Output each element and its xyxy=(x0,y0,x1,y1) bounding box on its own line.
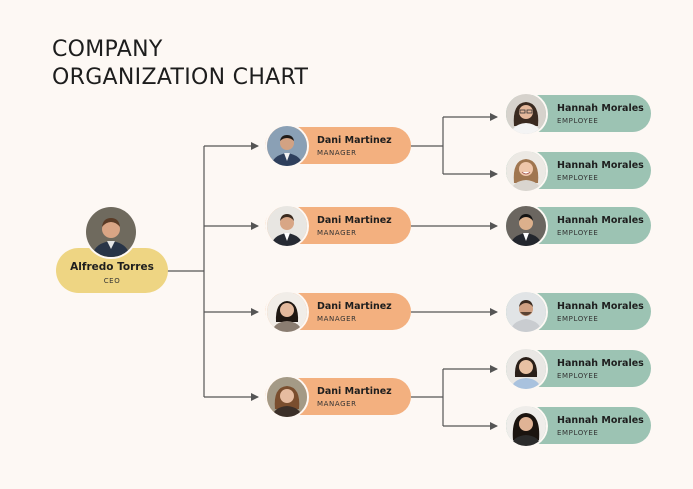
employee-avatar-2 xyxy=(504,149,548,193)
ceo-name: Alfredo Torres xyxy=(70,261,154,273)
employee-role: EMPLOYEE xyxy=(557,429,599,437)
employee-avatar-3 xyxy=(504,204,548,248)
employee-role: EMPLOYEE xyxy=(557,372,599,380)
employee-name: Hannah Morales xyxy=(557,160,644,171)
manager-avatar-3 xyxy=(265,290,309,334)
manager-name: Dani Martinez xyxy=(317,386,392,397)
title-line-1: COMPANY xyxy=(52,37,163,62)
manager-role: MANAGER xyxy=(317,149,357,157)
chart-title: COMPANY ORGANIZATION CHART xyxy=(52,36,308,92)
employee-role: EMPLOYEE xyxy=(557,229,599,237)
employee-name: Hannah Morales xyxy=(557,415,644,426)
title-line-2: ORGANIZATION CHART xyxy=(52,65,309,90)
employee-avatar-5 xyxy=(504,347,548,391)
employee-role: EMPLOYEE xyxy=(557,315,599,323)
employee-avatar-6 xyxy=(504,404,548,448)
manager-name: Dani Martinez xyxy=(317,301,392,312)
employee-name: Hannah Morales xyxy=(557,301,644,312)
employee-role: EMPLOYEE xyxy=(557,174,599,182)
ceo-avatar xyxy=(84,205,138,259)
employee-avatar-1 xyxy=(504,92,548,136)
ceo-role: CEO xyxy=(103,277,121,285)
manager-role: MANAGER xyxy=(317,315,357,323)
manager-avatar-1 xyxy=(265,124,309,168)
employee-avatar-4 xyxy=(504,290,548,334)
employee-role: EMPLOYEE xyxy=(557,117,599,125)
manager-name: Dani Martinez xyxy=(317,135,392,146)
manager-role: MANAGER xyxy=(317,400,357,408)
employee-name: Hannah Morales xyxy=(557,103,644,114)
employee-name: Hannah Morales xyxy=(557,358,644,369)
employee-name: Hannah Morales xyxy=(557,215,644,226)
manager-avatar-4 xyxy=(265,375,309,419)
manager-name: Dani Martinez xyxy=(317,215,392,226)
manager-avatar-2 xyxy=(265,204,309,248)
manager-role: MANAGER xyxy=(317,229,357,237)
